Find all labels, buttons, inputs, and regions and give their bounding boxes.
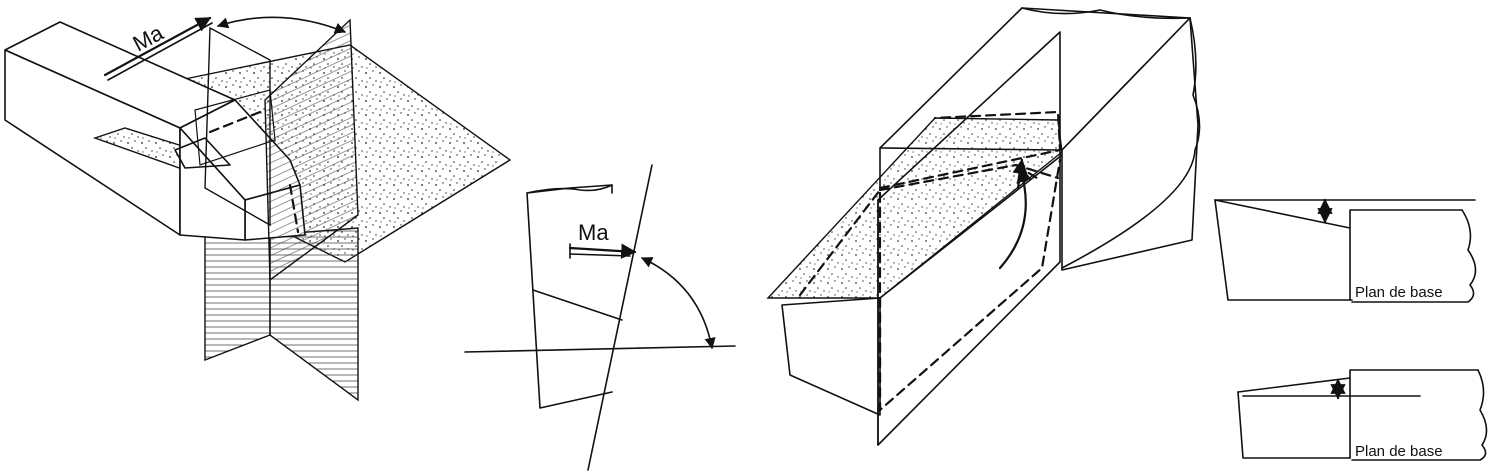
figure-base-plane-bottom: Plan de base [1237,369,1488,461]
rake-plane [194,89,276,166]
moment-label-ma-2: Ma [578,220,609,245]
figure-block-3d [766,7,1201,446]
section-outline [526,184,613,409]
cutting-plane [204,26,271,227]
figure-base-plane-top: Plan de base [1214,198,1477,303]
block-side-face [1061,17,1199,271]
base-plane-label-top: Plan de base [1355,284,1443,301]
reference-line-inclined [587,164,653,471]
figure-section-angle: Ma [464,164,736,471]
moment-arrow-ma-2 [568,243,637,259]
lower-block [781,297,881,416]
orthogonal-plane [264,18,359,282]
reference-line-horizontal [464,345,736,353]
base-plane-label-bottom: Plan de base [1355,443,1443,460]
figure-tool-reference-planes: Ma [4,16,512,402]
moment-arrow-ma [103,16,212,77]
